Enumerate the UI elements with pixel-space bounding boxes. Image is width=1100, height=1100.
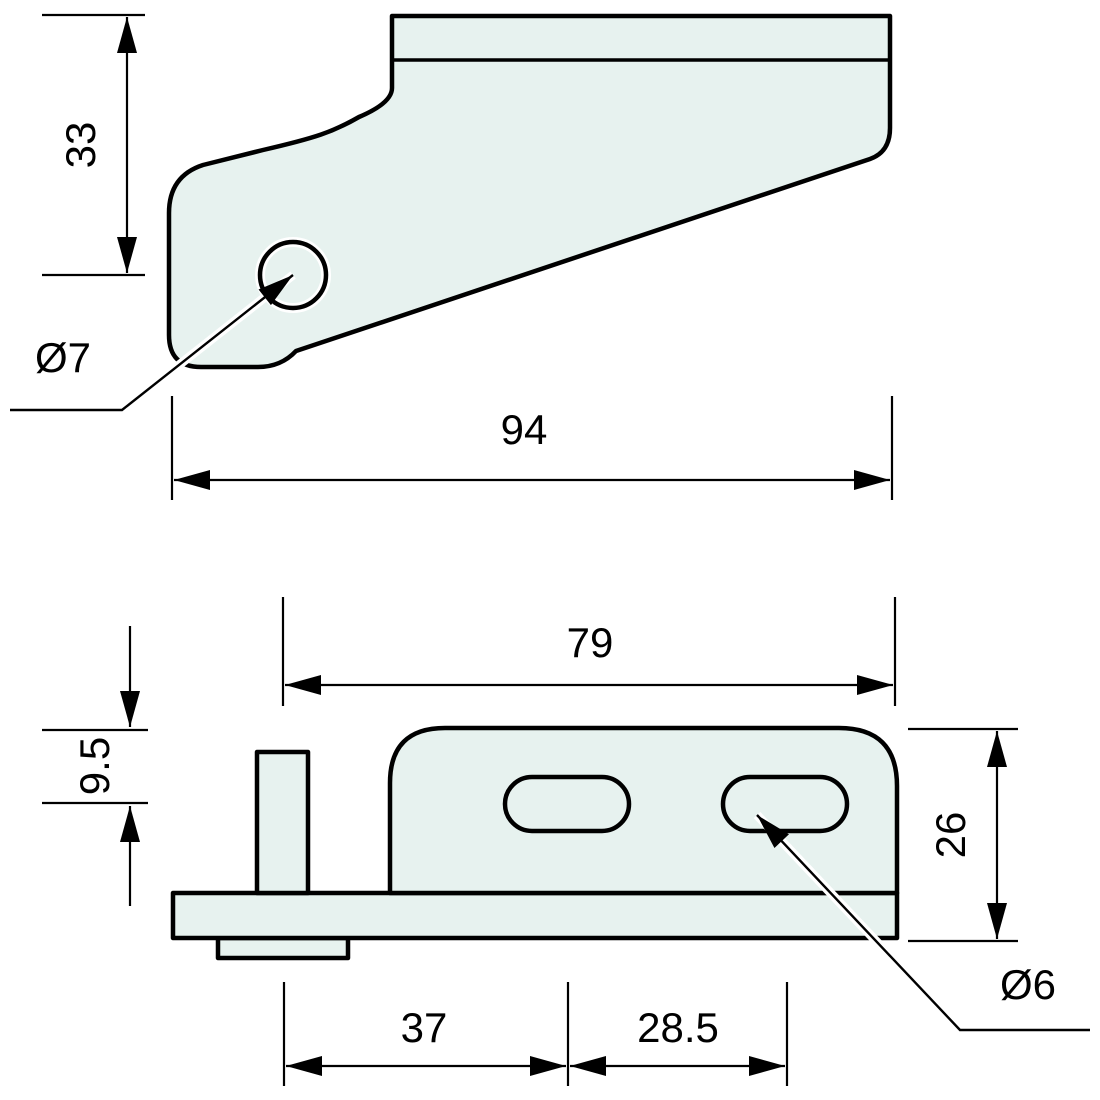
side-view: 33 94 Ø7 [10,13,894,500]
dim-37-28-5: 37 28.5 [282,982,789,1086]
callout-hole-7: Ø7 [10,271,296,415]
front-view: 79 9.5 26 37 28.5 [42,597,1090,1086]
dim-26-label: 26 [927,812,974,859]
side-view-outline [166,13,893,370]
slot-left [502,774,632,834]
post [254,749,311,896]
slot-6-label: Ø6 [1000,961,1056,1008]
callout-slot-6: Ø6 [753,811,1090,1035]
foot [215,935,351,961]
dim-94: 94 [170,396,894,500]
front-body [387,725,900,896]
dim-28-5-label: 28.5 [637,1004,719,1051]
dim-79: 79 [281,597,897,706]
dim-79-label: 79 [567,619,614,666]
base-plate [170,890,900,941]
dim-37-label: 37 [401,1004,448,1051]
hole-7-label: Ø7 [35,334,91,381]
hole-7-leader [10,274,294,412]
dim-33: 33 [42,13,145,277]
dim-94-label: 94 [501,406,548,453]
dim-9-5: 9.5 [42,626,148,906]
slot-6-leader [756,814,1090,1032]
dim-9-5-label: 9.5 [71,737,118,795]
dim-33-label: 33 [57,122,104,169]
dim-26: 26 [908,727,1018,943]
